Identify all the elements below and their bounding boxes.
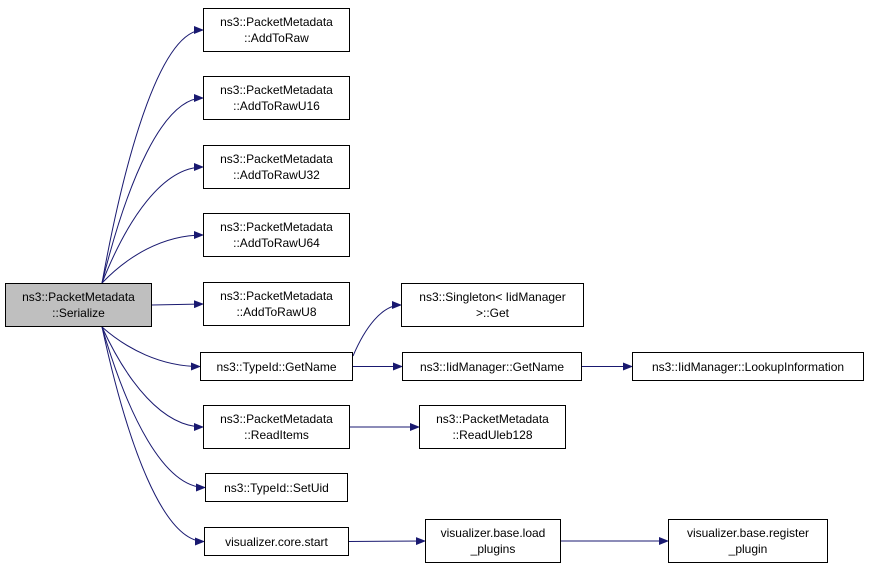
node-label-line: ns3::PacketMetadata xyxy=(220,15,333,29)
call-edge-core_start-to-load_plugins xyxy=(348,537,426,546)
call-edge-serialize-to-add_to_raw_u8 xyxy=(151,300,204,309)
node-label-line: ::ReadItems xyxy=(244,428,309,442)
node-label-line: ::AddToRawU64 xyxy=(233,236,320,250)
node-label-line: ns3::PacketMetadata xyxy=(436,412,549,426)
node-label-line: ns3::PacketMetadata xyxy=(22,290,135,304)
node-iidmanager-lookupinformation[interactable]: ns3::IidManager::LookupInformation xyxy=(632,352,864,381)
node-iidmanager-getname[interactable]: ns3::IidManager::GetName xyxy=(402,352,582,381)
node-packetmetadata-addtorawu32[interactable]: ns3::PacketMetadata ::AddToRawU32 xyxy=(203,145,350,189)
node-packetmetadata-readuleb128[interactable]: ns3::PacketMetadata ::ReadUleb128 xyxy=(419,405,566,449)
node-label-line: ns3::TypeId::GetName xyxy=(216,359,337,374)
node-typeid-setuid[interactable]: ns3::TypeId::SetUid xyxy=(205,473,348,502)
call-edge-serialize-to-add_to_raw_u32 xyxy=(101,163,204,284)
node-label-line: ns3::PacketMetadata xyxy=(220,152,333,166)
node-label-line: ns3::PacketMetadata xyxy=(220,83,333,97)
node-packetmetadata-addtorawu8[interactable]: ns3::PacketMetadata ::AddToRawU8 xyxy=(203,282,350,326)
node-label-line: ::AddToRawU32 xyxy=(233,168,320,182)
node-label-line: visualizer.base.register xyxy=(686,526,810,540)
call-edge-typeid_get_name-to-singleton_get xyxy=(352,301,402,357)
node-label-line: visualizer.core.start xyxy=(225,534,328,549)
node-visualizer-core-start[interactable]: visualizer.core.start xyxy=(204,527,349,556)
node-label-line: ns3::IidManager::LookupInformation xyxy=(651,359,845,374)
node-singleton-iidmanager-get[interactable]: ns3::Singleton< IidManager >::Get xyxy=(401,283,584,327)
node-label-line: ::ReadUleb128 xyxy=(452,428,533,442)
node-label-line: ns3::TypeId::SetUid xyxy=(224,480,329,495)
node-label-line: _plugin xyxy=(728,542,768,556)
call-edge-serialize-to-typeid_set_uid xyxy=(101,326,206,492)
node-label-line: ns3::IidManager::GetName xyxy=(419,359,565,374)
call-edge-serialize-to-add_to_raw_u16 xyxy=(101,94,204,284)
node-label-line: >::Get xyxy=(475,306,510,320)
node-label-line: ns3::PacketMetadata xyxy=(220,220,333,234)
call-edge-serialize-to-read_items xyxy=(101,326,204,431)
node-label-line: ::AddToRawU8 xyxy=(236,305,317,319)
call-edge-serialize-to-add_to_raw xyxy=(101,26,204,284)
node-label-line: ns3::Singleton< IidManager xyxy=(419,290,566,304)
node-packetmetadata-addtorawu64[interactable]: ns3::PacketMetadata ::AddToRawU64 xyxy=(203,213,350,257)
node-packetmetadata-addtorawu16[interactable]: ns3::PacketMetadata ::AddToRawU16 xyxy=(203,76,350,120)
call-edge-serialize-to-typeid_get_name xyxy=(101,326,201,371)
node-label-line: ns3::PacketMetadata xyxy=(220,412,333,426)
node-label-line: ::AddToRaw xyxy=(244,31,309,45)
node-packetmetadata-readitems[interactable]: ns3::PacketMetadata ::ReadItems xyxy=(203,405,350,449)
call-edge-serialize-to-core_start xyxy=(101,326,205,546)
node-label-line: ::AddToRawU16 xyxy=(233,99,320,113)
node-packetmetadata-addtoraw[interactable]: ns3::PacketMetadata ::AddToRaw xyxy=(203,8,350,52)
node-visualizer-base-register-plugin[interactable]: visualizer.base.register _plugin xyxy=(668,519,828,563)
node-label-line: ns3::PacketMetadata xyxy=(220,289,333,303)
node-label-line: visualizer.base.load xyxy=(440,526,546,540)
node-visualizer-base-load-plugins[interactable]: visualizer.base.load _plugins xyxy=(425,519,561,563)
node-packetmetadata-serialize: ns3::PacketMetadata ::Serialize xyxy=(5,283,152,327)
node-typeid-getname[interactable]: ns3::TypeId::GetName xyxy=(200,352,353,381)
node-label-line: ::Serialize xyxy=(52,306,105,320)
node-label-line: _plugins xyxy=(470,542,516,556)
call-edge-serialize-to-add_to_raw_u64 xyxy=(101,231,204,284)
